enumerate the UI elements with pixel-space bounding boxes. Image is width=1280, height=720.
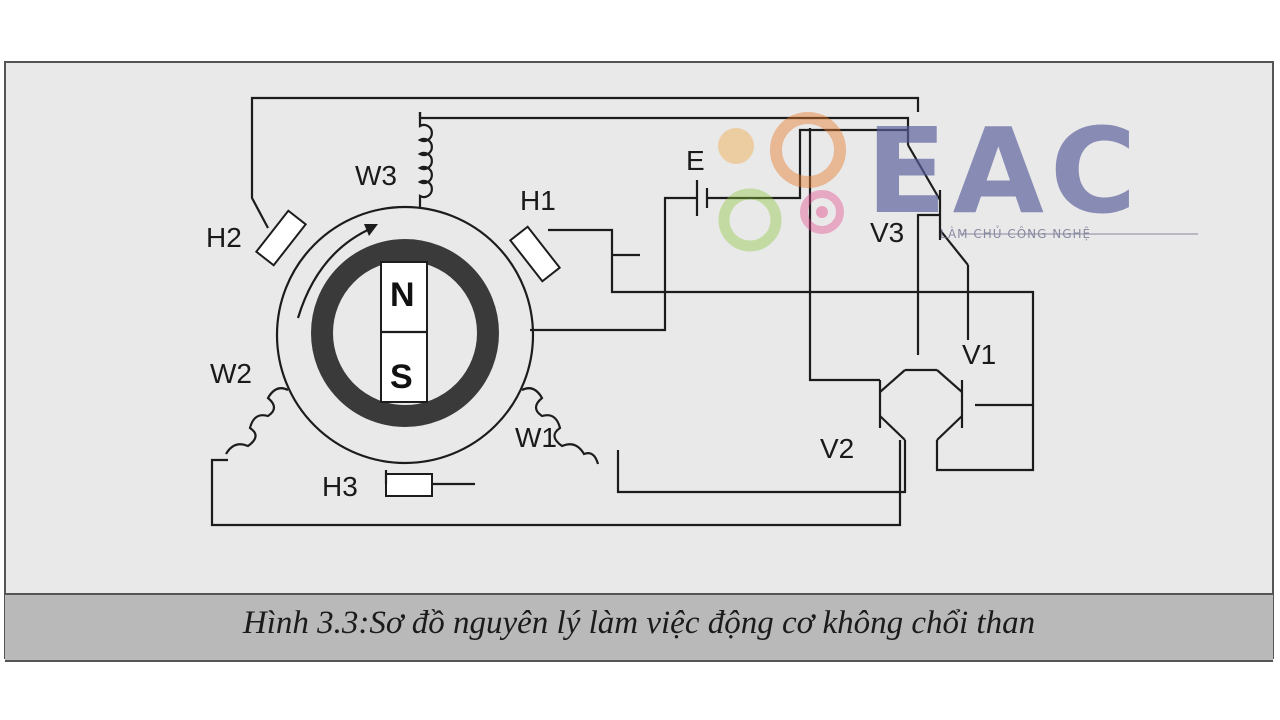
label-v3: V3: [870, 217, 904, 248]
pole-south: S: [390, 358, 413, 396]
pole-north: N: [390, 276, 415, 314]
logo-wordmark: EAC: [866, 102, 1143, 240]
coil-w1: [521, 387, 600, 465]
logo-dot-pink-core: [816, 206, 828, 218]
logo-tagline: LÀM CHỦ CÔNG NGHỆ: [940, 225, 1091, 241]
logo-dot-pink: [800, 190, 844, 234]
label-h1: H1: [520, 185, 556, 216]
label-v1: V1: [962, 339, 996, 370]
rotor-ring: [311, 239, 499, 427]
label-v2: V2: [820, 433, 854, 464]
caption-band: Hình 3.3:Sơ đồ nguyên lý làm việc động c…: [5, 593, 1273, 662]
circuit-wiring: [210, 96, 1035, 527]
rotation-arrow: [296, 226, 373, 319]
coil-w2: [225, 387, 289, 455]
eac-logo: EAC LÀM CHỦ CÔNG NGHỆ: [718, 102, 1198, 252]
figure-background: [5, 62, 1273, 595]
coil-w3: [417, 112, 433, 207]
stator: [275, 205, 535, 465]
label-w1: W1: [515, 422, 557, 453]
hall-sensor-h3: [385, 473, 433, 497]
hall-sensor-h2: [254, 209, 308, 267]
logo-dot-green: [718, 188, 782, 252]
logo-dot-orange: [770, 112, 846, 188]
label-w2: W2: [210, 358, 252, 389]
hall-sensor-h1: [508, 225, 562, 283]
figure-caption: Hình 3.3:Sơ đồ nguyên lý làm việc động c…: [242, 605, 1036, 641]
arrow-head-icon: [364, 224, 378, 236]
label-e: E: [686, 145, 705, 176]
logo-dot-yellow: [718, 128, 754, 164]
label-h3: H3: [322, 471, 358, 502]
label-w3: W3: [355, 160, 397, 191]
label-h2: H2: [206, 222, 242, 253]
